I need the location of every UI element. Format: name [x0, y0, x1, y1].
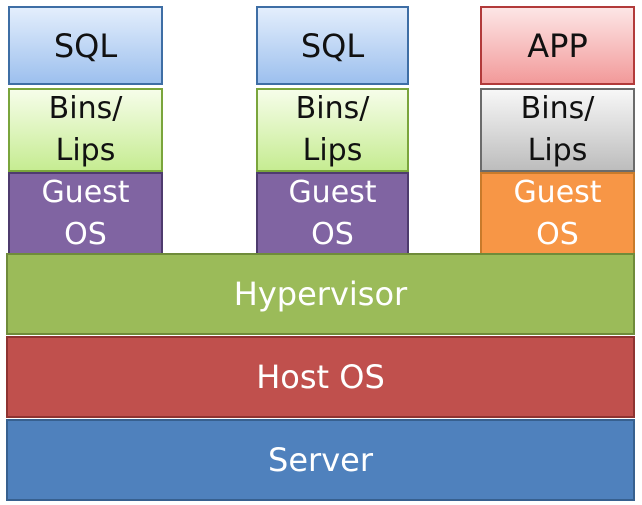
host-os-layer: Host OS [6, 336, 635, 418]
stack1-guest-os-box: Guest OS [8, 172, 163, 255]
stack3-bins-box: Bins/ Lips [480, 88, 635, 172]
stack3-app-box: APP [480, 6, 635, 85]
stack1-sql-box: SQL [8, 6, 163, 85]
stack2-bins-box: Bins/ Lips [256, 88, 409, 172]
stack2-guest-os-box: Guest OS [256, 172, 409, 255]
hypervisor-layer: Hypervisor [6, 253, 635, 335]
stack3-guest-os-box: Guest OS [480, 172, 635, 255]
stack2-sql-box: SQL [256, 6, 409, 85]
stack1-bins-box: Bins/ Lips [8, 88, 163, 172]
server-layer: Server [6, 419, 635, 501]
